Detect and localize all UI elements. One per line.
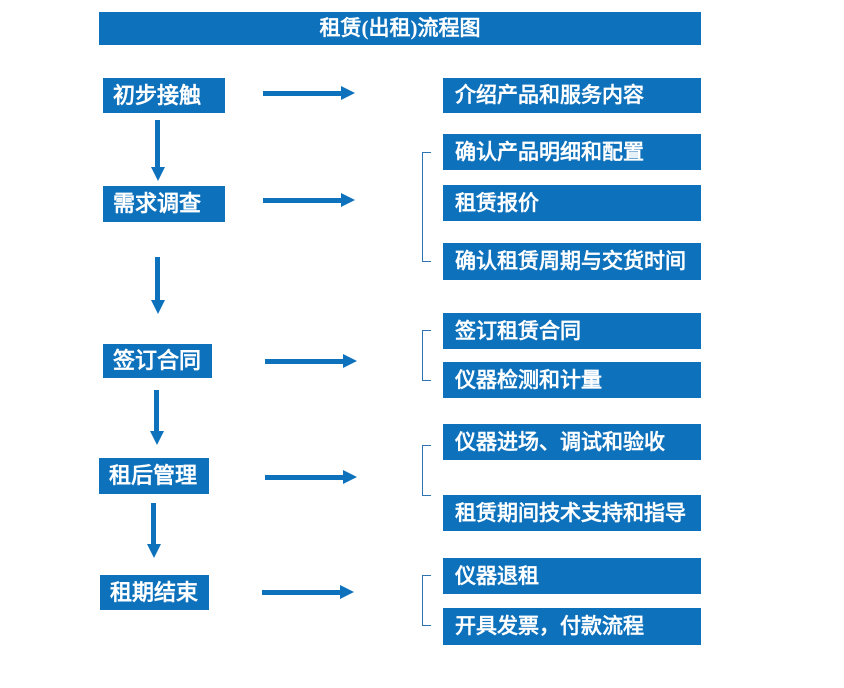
detail-instrument-setup-acceptance: 仪器进场、调试和验收 xyxy=(443,424,701,460)
step-post-rental-management: 租后管理 xyxy=(99,458,209,494)
flowchart-title: 租赁(出租)流程图 xyxy=(99,12,701,45)
arrow-head xyxy=(341,193,355,207)
group-bracket-sign-contract xyxy=(422,330,431,381)
detail-instrument-return: 仪器退租 xyxy=(443,558,701,594)
arrow-shaft xyxy=(154,390,159,431)
arrow-head xyxy=(147,544,161,558)
group-bracket-post-rental xyxy=(422,445,431,496)
arrow-shaft xyxy=(262,590,340,595)
detail-introduce-products: 介绍产品和服务内容 xyxy=(443,78,701,113)
arrow-shaft xyxy=(155,257,160,300)
detail-rental-quote: 租赁报价 xyxy=(443,185,701,221)
arrow-shaft xyxy=(155,120,160,167)
step-initial-contact: 初步接触 xyxy=(103,78,225,113)
detail-confirm-product-details: 确认产品明细和配置 xyxy=(443,134,701,170)
arrow-shaft xyxy=(265,359,343,364)
step-rental-end: 租期结束 xyxy=(100,575,209,610)
step-sign-contract: 签订合同 xyxy=(103,344,212,378)
detail-sign-rental-contract: 签订租赁合同 xyxy=(443,313,701,349)
arrow-head xyxy=(151,167,165,181)
detail-confirm-rental-period: 确认租赁周期与交货时间 xyxy=(443,243,701,280)
detail-invoice-payment: 开具发票，付款流程 xyxy=(443,608,701,645)
group-bracket-rental-end xyxy=(422,575,431,626)
detail-tech-support: 租赁期间技术支持和指导 xyxy=(443,495,701,531)
arrow-head xyxy=(151,300,165,314)
group-bracket-needs-survey xyxy=(422,152,431,262)
arrow-head xyxy=(150,431,164,445)
arrow-shaft xyxy=(263,198,341,203)
arrow-shaft xyxy=(263,91,341,96)
arrow-head xyxy=(343,354,357,368)
arrow-shaft xyxy=(151,503,156,544)
arrow-shaft xyxy=(265,475,343,480)
arrow-head xyxy=(340,585,354,599)
detail-instrument-inspection: 仪器检测和计量 xyxy=(443,362,701,398)
arrow-head xyxy=(341,86,355,100)
step-needs-survey: 需求调查 xyxy=(103,186,225,222)
arrow-head xyxy=(343,470,357,484)
